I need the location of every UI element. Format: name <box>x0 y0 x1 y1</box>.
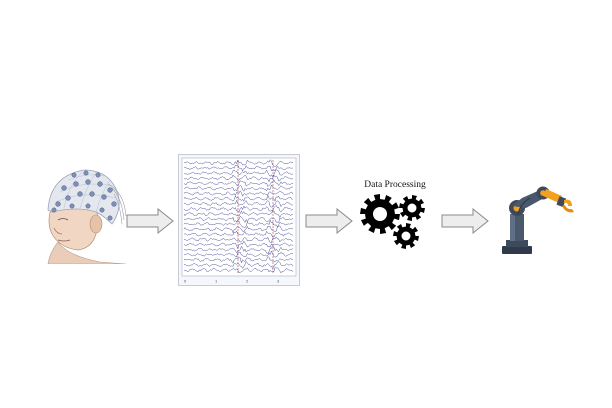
eeg-trace <box>183 240 294 250</box>
eeg-trace <box>183 215 294 223</box>
eeg-trace <box>183 174 294 183</box>
eeg-trace <box>183 194 294 202</box>
eeg-trace <box>183 236 294 243</box>
eeg-trace <box>183 225 294 234</box>
eeg-trace <box>183 261 294 269</box>
flow-arrow <box>441 208 489 234</box>
eeg-trace <box>183 230 294 238</box>
data-processing-label: Data Processing <box>364 180 426 190</box>
flow-arrow <box>305 208 353 234</box>
eeg-cap-head-icon <box>38 164 128 264</box>
eeg-trace <box>183 245 294 254</box>
eeg-tick-label: 1 <box>215 279 218 284</box>
eeg-trace <box>183 205 294 213</box>
eeg-trace <box>184 250 294 258</box>
eeg-trace <box>183 267 294 274</box>
eeg-trace <box>183 199 294 208</box>
eeg-trace <box>183 179 294 187</box>
eeg-trace <box>183 210 294 219</box>
data-processing-block: Data Processing <box>352 178 438 254</box>
eeg-tick-label: 2 <box>246 279 249 284</box>
robot-arm-icon <box>496 184 580 256</box>
eeg-trace <box>183 190 294 197</box>
gear-icon <box>399 195 425 221</box>
gears-icon <box>360 194 425 249</box>
eeg-trace <box>183 164 294 172</box>
eeg-tick-label: 0 <box>184 279 187 284</box>
eeg-trace <box>183 219 293 229</box>
gear-icon <box>393 223 419 249</box>
eeg-tick-label: 3 <box>277 279 280 284</box>
eeg-trace <box>183 159 294 168</box>
eeg-trace <box>183 169 294 178</box>
gear-icon <box>360 194 400 234</box>
eeg-trace <box>183 184 293 192</box>
eeg-signal-plot: 0 1 2 3 <box>178 154 300 286</box>
flow-arrow <box>126 208 174 234</box>
eeg-trace <box>183 256 294 264</box>
